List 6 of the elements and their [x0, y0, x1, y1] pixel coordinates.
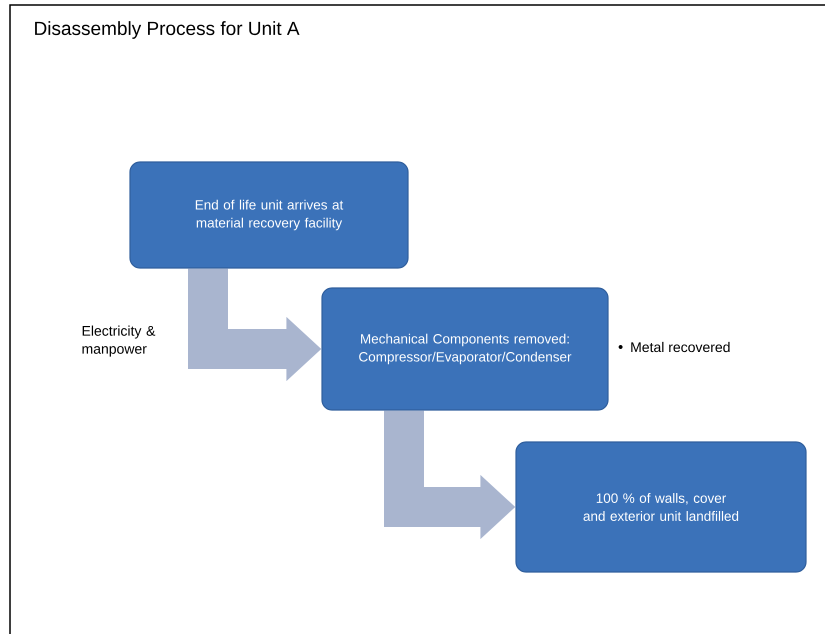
process-box: End of life unit arrives at material recovery facility: [129, 161, 409, 269]
bullet-note: Metal recovered: [631, 342, 730, 352]
process-box: Mechanical Components removed: Compressor/Evaporator/Condenser: [321, 287, 609, 411]
input-label: Electricity & manpower: [82, 326, 156, 357]
title: Disassembly Process for Unit A: [35, 21, 300, 39]
process-box: 100 % of walls, cover and exterior unit landfilled: [515, 441, 807, 573]
